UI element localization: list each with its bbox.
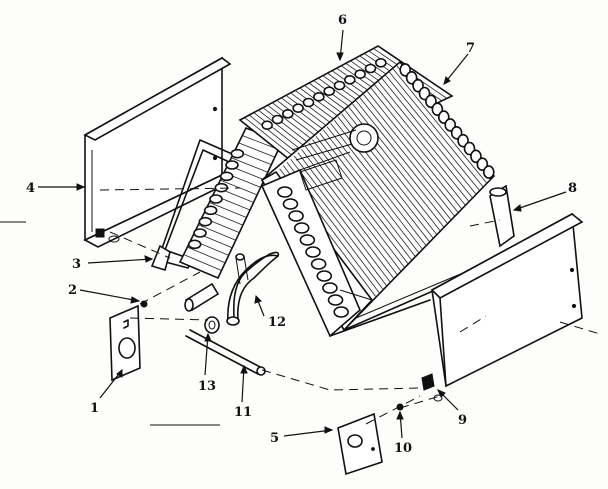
return-bend <box>203 205 218 216</box>
return-bend <box>271 114 284 125</box>
return-bend <box>313 92 325 102</box>
coil-fin <box>366 90 463 210</box>
coil-fin <box>359 97 455 217</box>
part-access-plate-lower <box>337 412 383 476</box>
return-bend <box>305 246 321 258</box>
coil-fin <box>377 81 473 199</box>
coil-fin <box>315 136 412 261</box>
coil-fin <box>304 145 402 272</box>
coil-fin <box>392 68 488 184</box>
coil-fin <box>319 132 416 257</box>
coil-fin <box>231 157 268 173</box>
coil-fin <box>242 135 279 150</box>
coil-fin <box>301 149 398 275</box>
part-left-side-panel <box>83 56 236 248</box>
return-bend <box>375 58 387 68</box>
distributor-cap <box>349 123 379 153</box>
return-bend <box>288 210 304 222</box>
return-bend <box>193 228 207 238</box>
callout-3: 3 <box>72 257 81 272</box>
part-fitting-assembly <box>184 282 220 334</box>
return-bend <box>323 86 335 96</box>
return-bend <box>277 186 293 198</box>
coil-fin <box>238 142 276 158</box>
coil-fin <box>290 158 387 286</box>
return-bend <box>187 239 202 250</box>
coil-fin <box>323 129 419 253</box>
return-bend <box>214 182 229 193</box>
return-bend <box>344 75 356 85</box>
coil-header-bends <box>277 186 349 318</box>
return-bend <box>292 103 304 113</box>
coil-fin <box>370 87 466 206</box>
return-bend <box>327 294 344 306</box>
return-bend <box>333 306 349 318</box>
coil-edge-return-bends <box>261 58 387 130</box>
return-bend <box>310 258 327 270</box>
callout-8: 8 <box>568 181 577 196</box>
return-bend <box>261 120 273 130</box>
return-bend <box>219 171 234 182</box>
coil-fin <box>363 94 459 213</box>
return-bend <box>482 165 495 179</box>
part-coil-assembly <box>178 45 496 338</box>
part-pipe <box>185 329 266 376</box>
coil-fin <box>198 224 236 241</box>
coil-fin <box>187 246 226 264</box>
callouts: 1 2 3 4 5 6 7 8 9 10 11 12 13 <box>26 13 577 456</box>
return-bend <box>333 80 346 91</box>
coil-fin <box>385 74 480 191</box>
callout-5: 5 <box>270 431 279 446</box>
callout-2: 2 <box>68 283 77 298</box>
callout-13: 13 <box>198 379 216 394</box>
return-bend <box>230 148 245 159</box>
coil-fin <box>293 155 391 283</box>
return-bend <box>364 63 377 74</box>
coil-fin <box>209 202 247 218</box>
part-right-side-panel <box>421 212 584 402</box>
part-drain-tube <box>226 251 280 326</box>
callout-10: 10 <box>394 441 412 456</box>
part-nut <box>204 316 220 334</box>
coil-fin <box>330 123 427 246</box>
coil-fin <box>388 71 484 188</box>
left-coil-return-bends <box>187 148 245 250</box>
callout-12: 12 <box>268 315 286 330</box>
coil-fin <box>374 84 470 202</box>
coil-fin <box>220 179 258 196</box>
callout-7: 7 <box>466 41 475 56</box>
callout-6: 6 <box>338 13 347 28</box>
right-coil-return-bends <box>399 63 495 179</box>
return-bend <box>299 234 316 246</box>
return-bend <box>354 69 366 79</box>
return-bend <box>293 222 310 234</box>
assembly-dashed-lines <box>99 187 601 425</box>
coil-fin <box>297 152 394 279</box>
callout-4: 4 <box>26 181 35 196</box>
callout-9: 9 <box>458 413 467 428</box>
return-bend <box>322 282 338 294</box>
part-mounting-clip <box>489 184 515 248</box>
return-bend <box>198 216 213 227</box>
return-bend <box>302 97 315 108</box>
return-bend <box>316 270 333 282</box>
return-bend <box>282 198 299 210</box>
coil-fin <box>355 100 452 221</box>
callout-11: 11 <box>234 405 252 420</box>
return-bend <box>225 160 239 170</box>
return-bend <box>282 109 294 119</box>
part-access-plate-front <box>109 304 141 382</box>
return-bend <box>209 194 223 204</box>
callout-1: 1 <box>90 401 99 416</box>
coil-fin <box>183 254 222 271</box>
coil-fin <box>381 77 477 195</box>
